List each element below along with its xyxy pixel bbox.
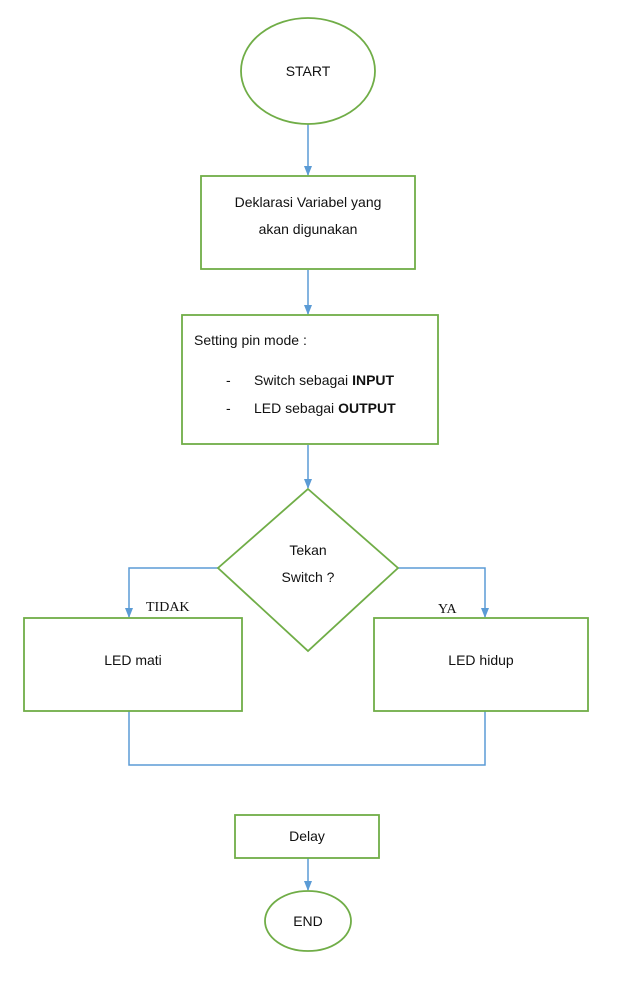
declare-variables-process: Deklarasi Variabel yang akan digunakan: [200, 175, 416, 270]
led-off-process: LED mati: [23, 617, 243, 712]
end-label: END: [293, 913, 323, 929]
connectors: [125, 124, 489, 891]
decision-label-line2: Switch ?: [282, 569, 335, 585]
decision-label-line1: Tekan: [289, 542, 326, 558]
decision-press-switch: Tekan Switch ?: [216, 487, 400, 653]
setup-title: Setting pin mode :: [194, 332, 307, 348]
setup-bullet-1: -: [226, 372, 231, 388]
delay-process: Delay: [234, 814, 380, 859]
led-on-label: LED hidup: [448, 652, 514, 668]
end-node: END: [264, 890, 352, 952]
setting-pin-mode-process: Setting pin mode : - Switch sebagai INPU…: [181, 314, 439, 445]
start-node: START: [240, 17, 376, 125]
setup-item-led: LED sebagai OUTPUT: [254, 400, 396, 416]
merge-line: [128, 711, 486, 766]
setup-item-switch: Switch sebagai INPUT: [254, 372, 395, 388]
delay-label: Delay: [289, 828, 325, 844]
setup-item-led-text: LED sebagai: [254, 400, 338, 416]
start-label: START: [286, 63, 331, 79]
branch-label-yes: YA: [438, 602, 458, 617]
setup-bullet-2: -: [226, 400, 231, 416]
setup-item-led-keyword: OUTPUT: [338, 400, 396, 416]
led-off-label: LED mati: [104, 652, 162, 668]
setup-item-switch-text: Switch sebagai: [254, 372, 352, 388]
setup-item-switch-keyword: INPUT: [352, 372, 394, 388]
branch-label-no: TIDAK: [146, 600, 190, 615]
declare-label-line2: akan digunakan: [259, 221, 358, 237]
led-on-process: LED hidup: [373, 617, 589, 712]
arrow-decision-to-led-on: [398, 567, 489, 618]
arrow-decision-to-led-off: [125, 567, 218, 618]
declare-label-line1: Deklarasi Variabel yang: [235, 194, 382, 210]
